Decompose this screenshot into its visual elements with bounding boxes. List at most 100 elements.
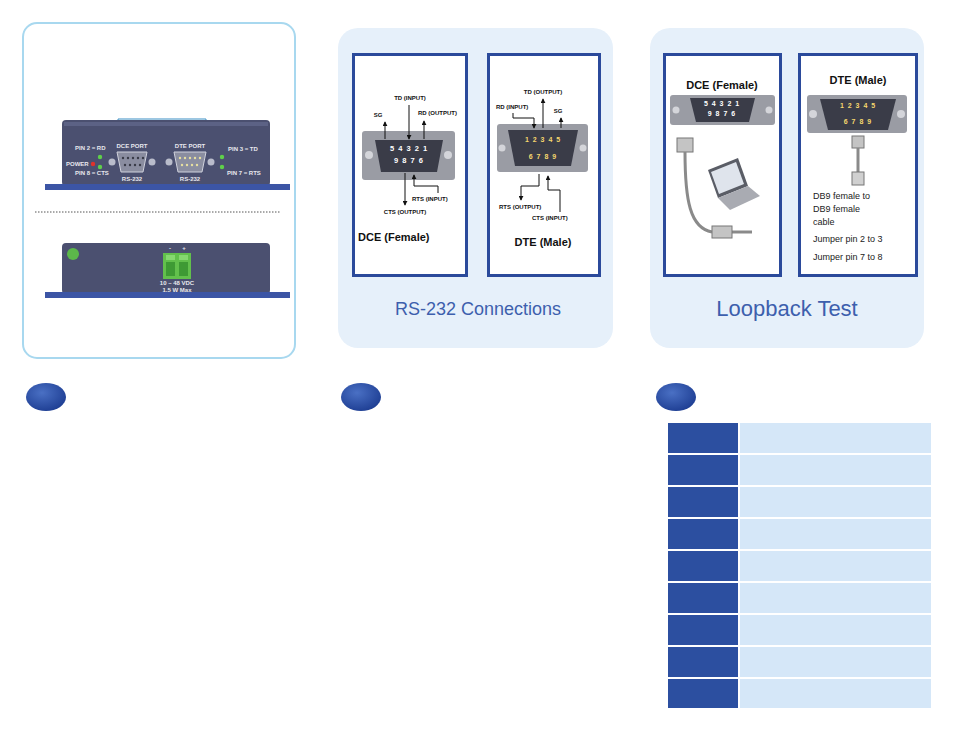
pin-numbers: 9 8 7 6 bbox=[708, 110, 736, 118]
port-label: PIN 2 = RD bbox=[75, 145, 106, 152]
spec-table bbox=[668, 551, 738, 581]
loopback-dce-picture bbox=[670, 95, 775, 238]
device-front bbox=[98, 155, 102, 159]
step-circle bbox=[26, 383, 66, 411]
loopback-dce-picture bbox=[685, 152, 712, 232]
spec-table bbox=[668, 455, 738, 485]
step-circle bbox=[26, 383, 696, 411]
device-front bbox=[194, 157, 196, 159]
panel-ground bbox=[798, 53, 918, 277]
signal-name: RD (OUTPUT) bbox=[418, 110, 457, 117]
port-label: PIN 7 = RTS bbox=[227, 170, 261, 177]
spec-table bbox=[740, 615, 931, 645]
connector-box: TD (OUTPUT)RD (INPUT)SG1 2 3 4 56 7 8 9R… bbox=[487, 53, 601, 277]
device-front bbox=[179, 157, 181, 159]
device-back bbox=[179, 255, 188, 260]
device-front bbox=[91, 162, 95, 166]
device-front bbox=[137, 157, 139, 159]
device-front bbox=[129, 164, 131, 166]
connector-box: TD (INPUT)SGRD (OUTPUT)5 4 3 2 19 8 7 6R… bbox=[352, 53, 468, 277]
port-label: RS-232 bbox=[122, 176, 142, 183]
panel-ground bbox=[663, 53, 782, 277]
signal-name: SG bbox=[374, 112, 383, 119]
power-rating: 1.5 W Max bbox=[162, 287, 191, 294]
panel-ground bbox=[352, 53, 468, 277]
device-front bbox=[64, 122, 268, 126]
device-front bbox=[124, 164, 126, 166]
panel-caption: Loopback Test bbox=[716, 296, 857, 321]
device-back bbox=[166, 255, 175, 260]
db9-female-diagram bbox=[385, 105, 438, 205]
device-front bbox=[174, 152, 206, 172]
db9-female-diagram bbox=[365, 151, 373, 159]
device-front bbox=[142, 157, 144, 159]
device-front bbox=[220, 155, 224, 159]
connector-box: DCE (Female)5 4 3 2 19 8 7 6 bbox=[663, 53, 782, 277]
port-label: DCE PORT bbox=[116, 143, 147, 150]
panel-ground bbox=[338, 28, 613, 348]
polarity-mark: + bbox=[182, 245, 186, 252]
device-front bbox=[122, 157, 124, 159]
jumper-note: Jumper pin 2 to 3 bbox=[813, 234, 883, 244]
device-back bbox=[62, 243, 270, 294]
device-front bbox=[186, 164, 188, 166]
db9-male-diagram bbox=[521, 174, 539, 200]
pin-numbers: 5 4 3 2 1 bbox=[704, 100, 740, 108]
loopback-dce-picture bbox=[766, 107, 773, 114]
signal-name: SG bbox=[554, 108, 563, 115]
loopback-dce-picture bbox=[673, 107, 680, 114]
polarity-mark: - bbox=[169, 245, 171, 252]
loopback-dte-picture bbox=[809, 110, 817, 118]
db9-female-diagram bbox=[385, 122, 386, 139]
spec-table bbox=[740, 423, 931, 453]
loopback-dte-picture bbox=[820, 99, 896, 130]
device-front bbox=[189, 157, 191, 159]
loopback-dte-picture bbox=[852, 136, 864, 148]
device-front bbox=[208, 159, 215, 166]
device-front bbox=[98, 165, 102, 169]
pin-numbers: 9 8 7 6 bbox=[394, 157, 424, 166]
panel-ground bbox=[650, 28, 924, 348]
db9-female-diagram bbox=[409, 105, 410, 139]
device-front bbox=[191, 164, 193, 166]
spec-table bbox=[740, 647, 931, 677]
db9-female-diagram bbox=[424, 121, 425, 139]
spec-table bbox=[668, 679, 738, 708]
db9-male-diagram bbox=[497, 124, 588, 172]
signal-name: CTS (OUTPUT) bbox=[384, 209, 426, 216]
loopback-dce-picture bbox=[712, 226, 732, 238]
db9-male-diagram bbox=[580, 145, 587, 152]
panel-ground bbox=[23, 23, 295, 358]
connector-box: DTE (Male)1 2 3 4 56 7 8 9DB9 female to … bbox=[798, 53, 918, 277]
device-back bbox=[67, 248, 79, 260]
db9-female-diagram bbox=[362, 105, 455, 205]
db9-female-diagram bbox=[414, 175, 438, 193]
spec-table bbox=[668, 519, 738, 549]
spec-table bbox=[668, 487, 738, 517]
db9-male-diagram bbox=[497, 99, 588, 212]
loopback-dce-picture bbox=[677, 138, 693, 152]
loopback-dce-picture bbox=[690, 98, 755, 122]
spec-table bbox=[668, 647, 738, 677]
spec-table bbox=[740, 679, 931, 708]
loopback-dte-picture bbox=[897, 110, 905, 118]
device-front bbox=[199, 157, 201, 159]
spec-table bbox=[740, 519, 931, 549]
spec-table bbox=[668, 583, 738, 613]
device-front bbox=[45, 184, 290, 190]
db9-male-diagram bbox=[508, 130, 578, 166]
connector-title: DCE (Female) bbox=[358, 231, 430, 244]
signal-name: RD (INPUT) bbox=[496, 104, 528, 111]
db9-male-diagram bbox=[513, 99, 561, 212]
pin-numbers: 1 2 3 4 5 bbox=[840, 102, 876, 110]
db9-female-diagram bbox=[375, 140, 443, 172]
led-label: POWER bbox=[66, 161, 89, 168]
device-back bbox=[163, 253, 191, 279]
pin-numbers: 6 7 8 9 bbox=[844, 118, 872, 126]
db9-male-diagram bbox=[499, 145, 506, 152]
step-circle bbox=[656, 383, 696, 411]
device-front bbox=[122, 157, 144, 166]
device-front bbox=[139, 164, 141, 166]
loopback-dce-picture bbox=[670, 95, 775, 125]
